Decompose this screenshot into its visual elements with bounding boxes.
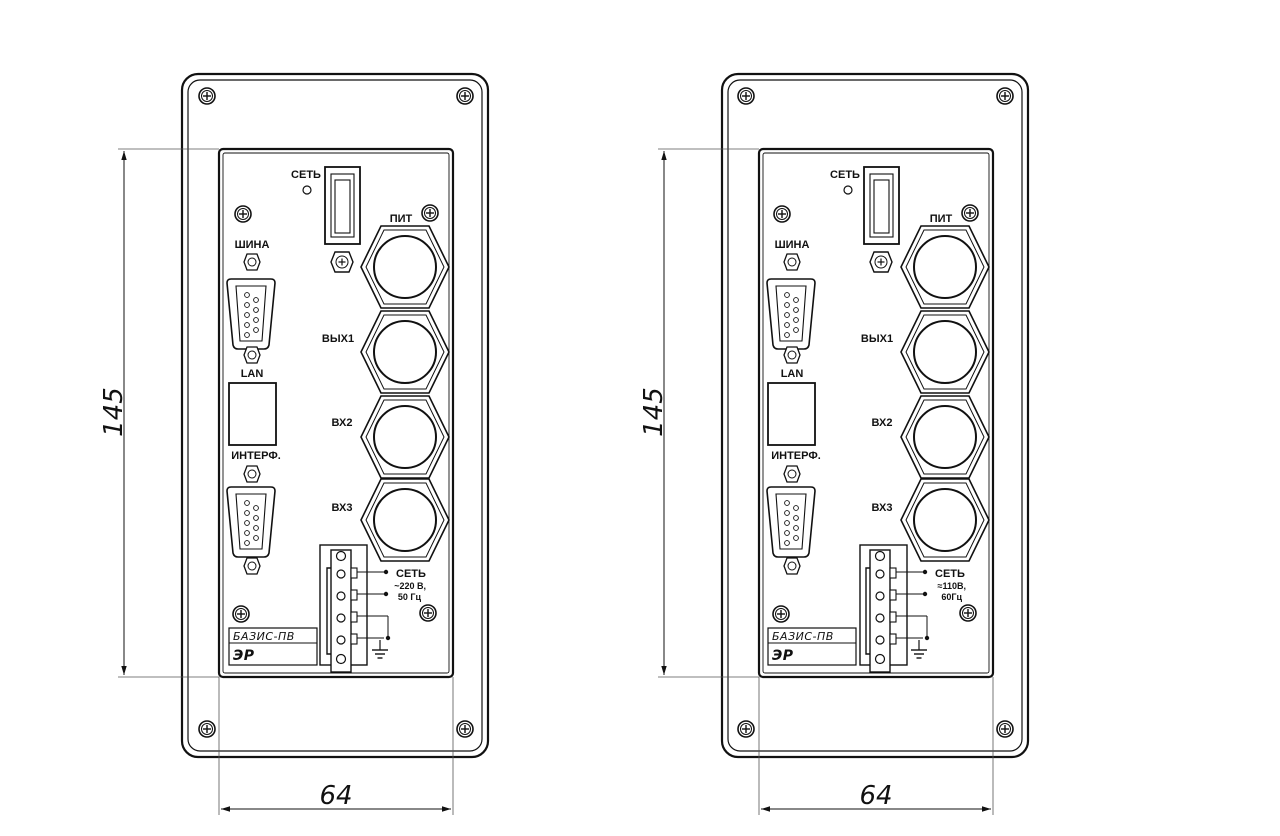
brand-logo: ЭР <box>772 648 794 664</box>
lan-port[interactable] <box>767 382 816 446</box>
interface-db9-connector[interactable] <box>226 486 276 558</box>
width-dimension: 64 <box>758 677 994 815</box>
mains-voltage: ≈110В, <box>938 581 966 591</box>
brand-plate: БАЗИС-ПВ ЭР <box>228 627 318 666</box>
in2-label: ВХ2 <box>872 417 893 429</box>
supply-gland-connector[interactable] <box>360 225 450 309</box>
power-led-icon <box>302 185 312 195</box>
out1-label: ВЫХ1 <box>322 333 354 345</box>
in2-gland-connector[interactable] <box>900 395 990 479</box>
out1-gland-connector[interactable] <box>360 310 450 394</box>
mains-wiring <box>357 569 391 659</box>
db9-nut-icon <box>243 557 261 575</box>
housing-screw-icon <box>996 720 1014 738</box>
db9-nut-icon <box>783 557 801 575</box>
height-dimension: 145 <box>639 148 759 678</box>
brand-name: БАЗИС-ПВ <box>772 630 834 643</box>
mains-frequency: 50 Гц <box>398 592 422 602</box>
interface-label: ИНТЕРФ. <box>771 450 821 462</box>
housing-screw-icon <box>456 87 474 105</box>
supply-label: ПИТ <box>930 213 953 225</box>
power-switch-label: СЕТЬ <box>291 169 321 181</box>
bus-db9-connector[interactable] <box>766 278 816 350</box>
plate-screw-icon <box>421 204 439 222</box>
db9-nut-icon <box>783 346 801 364</box>
db9-nut-icon <box>783 465 801 483</box>
brand-name: БАЗИС-ПВ <box>233 630 295 643</box>
lan-label: LAN <box>241 368 264 380</box>
width-dimension-label: 64 <box>319 781 352 811</box>
supply-label: ПИТ <box>390 213 413 225</box>
brand-logo: ЭР <box>233 648 255 664</box>
out1-label: ВЫХ1 <box>861 333 893 345</box>
lan-port[interactable] <box>228 382 277 446</box>
db9-nut-icon <box>243 346 261 364</box>
mains-frequency: 60Гц <box>941 592 962 602</box>
interface-db9-connector[interactable] <box>766 486 816 558</box>
height-dimension-label: 145 <box>99 387 129 437</box>
height-dimension-label: 145 <box>639 387 669 437</box>
db9-nut-icon <box>783 253 801 271</box>
terminal-block[interactable] <box>859 544 908 673</box>
out1-gland-connector[interactable] <box>900 310 990 394</box>
width-dimension: 64 <box>218 677 454 815</box>
interface-label: ИНТЕРФ. <box>231 450 281 462</box>
terminal-block[interactable] <box>319 544 368 673</box>
housing-screw-icon <box>456 720 474 738</box>
housing-inner-outline <box>187 79 483 752</box>
db9-nut-icon <box>243 253 261 271</box>
plate-screw-icon <box>773 205 791 223</box>
switch-screw-icon <box>869 251 893 273</box>
housing-screw-icon <box>198 720 216 738</box>
housing-screw-icon <box>198 87 216 105</box>
mains-wiring <box>896 569 930 659</box>
in3-gland-connector[interactable] <box>900 478 990 562</box>
power-led-icon <box>843 185 853 195</box>
mains-label: СЕТЬ <box>396 568 426 580</box>
in3-label: ВХ3 <box>872 502 893 514</box>
supply-gland-connector[interactable] <box>900 225 990 309</box>
panel-110v: 145 64 СЕТЬ ПИТ ВЫХ1 ВХ2 ВХ3 ШИНА <box>639 72 1030 815</box>
housing-inner-outline <box>727 79 1023 752</box>
bus-label: ШИНА <box>235 239 270 251</box>
plate-screw-icon <box>234 205 252 223</box>
housing-screw-icon <box>737 720 755 738</box>
mains-label: СЕТЬ <box>935 568 965 580</box>
power-switch[interactable] <box>863 166 900 245</box>
plate-screw-icon <box>772 605 790 623</box>
mains-voltage: ~220 В, <box>394 581 426 591</box>
bus-db9-connector[interactable] <box>226 278 276 350</box>
housing-screw-icon <box>737 87 755 105</box>
plate-screw-icon <box>419 604 437 622</box>
width-dimension-label: 64 <box>859 781 892 811</box>
in3-gland-connector[interactable] <box>360 478 450 562</box>
plate-screw-icon <box>232 605 250 623</box>
bus-label: ШИНА <box>775 239 810 251</box>
db9-nut-icon <box>243 465 261 483</box>
brand-plate: БАЗИС-ПВ ЭР <box>767 627 857 666</box>
in3-label: ВХ3 <box>332 502 353 514</box>
panel-220v: 145 64 СЕТЬ ПИТ ВЫХ1 ВХ2 ВХ3 <box>99 72 490 815</box>
in2-gland-connector[interactable] <box>360 395 450 479</box>
plate-screw-icon <box>961 204 979 222</box>
switch-screw-icon <box>330 251 354 273</box>
housing-screw-icon <box>996 87 1014 105</box>
power-switch[interactable] <box>324 166 361 245</box>
height-dimension: 145 <box>99 148 219 678</box>
power-switch-label: СЕТЬ <box>830 169 860 181</box>
in2-label: ВХ2 <box>332 417 353 429</box>
plate-screw-icon <box>959 604 977 622</box>
lan-label: LAN <box>781 368 804 380</box>
